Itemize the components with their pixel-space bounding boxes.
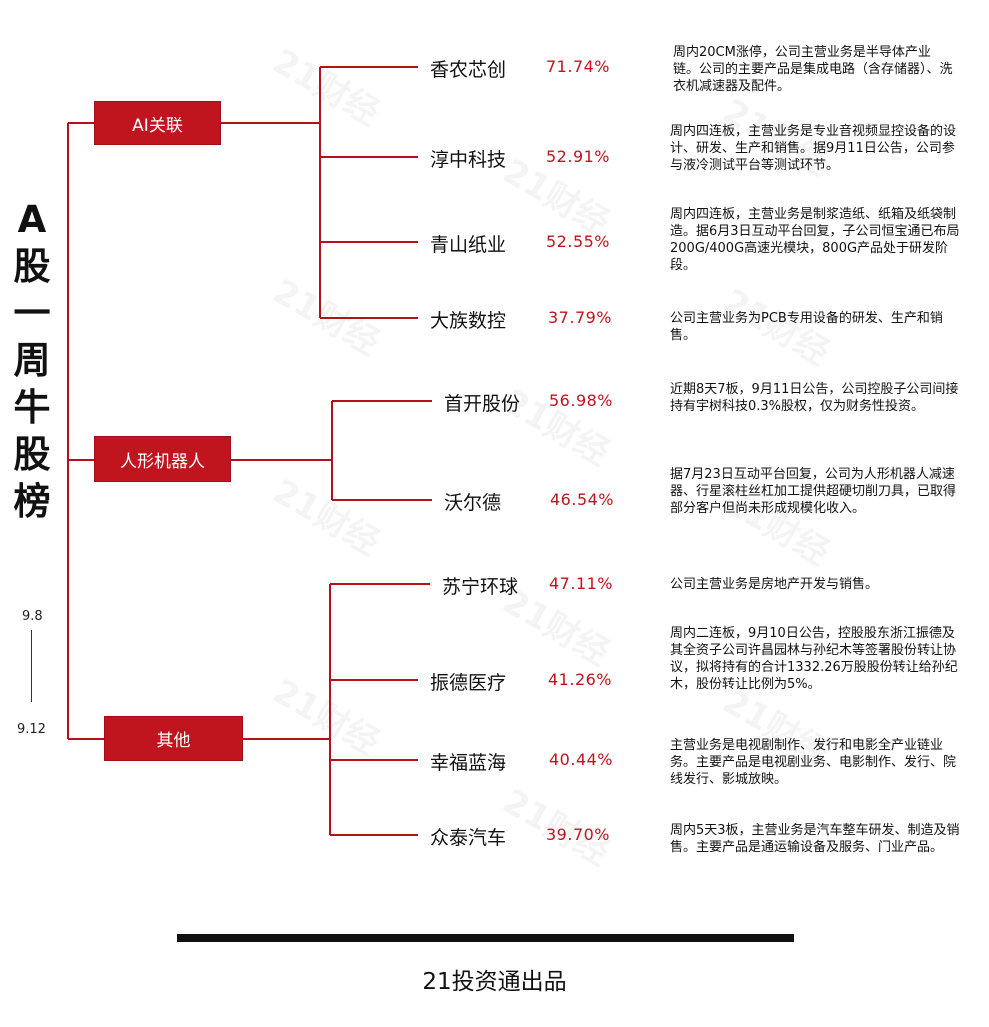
stock-change: 39.70%	[546, 825, 611, 844]
stock-description: 周内20CM涨停，公司主营业务是半导体产业链。公司的主要产品是集成电路（含存储器…	[673, 45, 953, 94]
stock-change: 41.26%	[548, 670, 613, 689]
stock-description: 近期8天7板，9月11日公告，公司控股子公司间接持有宇树科技0.3%股权，仅为财…	[670, 382, 959, 414]
date-start: 9.8	[22, 609, 43, 624]
stock-change: 56.98%	[549, 391, 614, 410]
stock-name: 众泰汽车	[430, 827, 507, 849]
stock-name: 香农芯创	[430, 59, 507, 81]
stock-change: 47.11%	[549, 574, 614, 593]
stock-description: 周内5天3板，主营业务是汽车整车研发、制造及销售。主要产品是通运输设备及服务、门…	[670, 823, 960, 855]
category-ai: AI关联	[95, 102, 220, 144]
stock-change: 52.55%	[546, 232, 611, 251]
page-title: A股一周牛股榜	[13, 198, 51, 523]
category-humanoid-robot: 人形机器人	[95, 437, 230, 481]
stock-name: 首开股份	[444, 393, 521, 415]
category-other: 其他	[105, 717, 242, 760]
footer-credit: 21投资通出品	[422, 969, 567, 995]
stock-name: 振德医疗	[430, 672, 507, 694]
stock-name: 幸福蓝海	[430, 752, 507, 774]
stock-description: 公司主营业务为PCB专用设备的研发、生产和销售。	[670, 311, 943, 343]
date-end: 9.12	[17, 722, 46, 737]
stock-name: 沃尔德	[444, 492, 502, 514]
stock-change: 37.79%	[548, 308, 613, 327]
stock-change: 40.44%	[549, 750, 614, 769]
stock-description: 周内四连板，主营业务是专业音视频显控设备的设计、研发、生产和销售。据9月11日公…	[670, 124, 957, 173]
footer-divider	[177, 934, 794, 942]
stock-description: 公司主营业务是房地产开发与销售。	[670, 577, 879, 592]
stock-change: 52.91%	[546, 147, 611, 166]
stock-name: 青山纸业	[430, 234, 507, 256]
stock-description: 周内二连板，9月10日公告，控股股东浙江振德及其全资子公司许昌园林与孙纪木等签署…	[670, 626, 958, 692]
stock-name: 大族数控	[430, 310, 507, 332]
date-range-line	[31, 630, 32, 702]
stock-name: 淳中科技	[430, 149, 507, 171]
stock-change: 46.54%	[550, 490, 615, 509]
stock-description: 据7月23日互动平台回复，公司为人形机器人减速器、行星滚柱丝杠加工提供超硬切削刀…	[670, 467, 957, 516]
stock-name: 苏宁环球	[442, 576, 519, 598]
stock-description: 周内四连板，主营业务是制浆造纸、纸箱及纸袋制造。据6月3日互动平台回复，子公司恒…	[670, 207, 960, 273]
stock-change: 71.74%	[546, 57, 611, 76]
stock-description: 主营业务是电视剧制作、发行和电影全产业链业务。主要产品是电视剧业务、电影制作、发…	[670, 738, 957, 787]
